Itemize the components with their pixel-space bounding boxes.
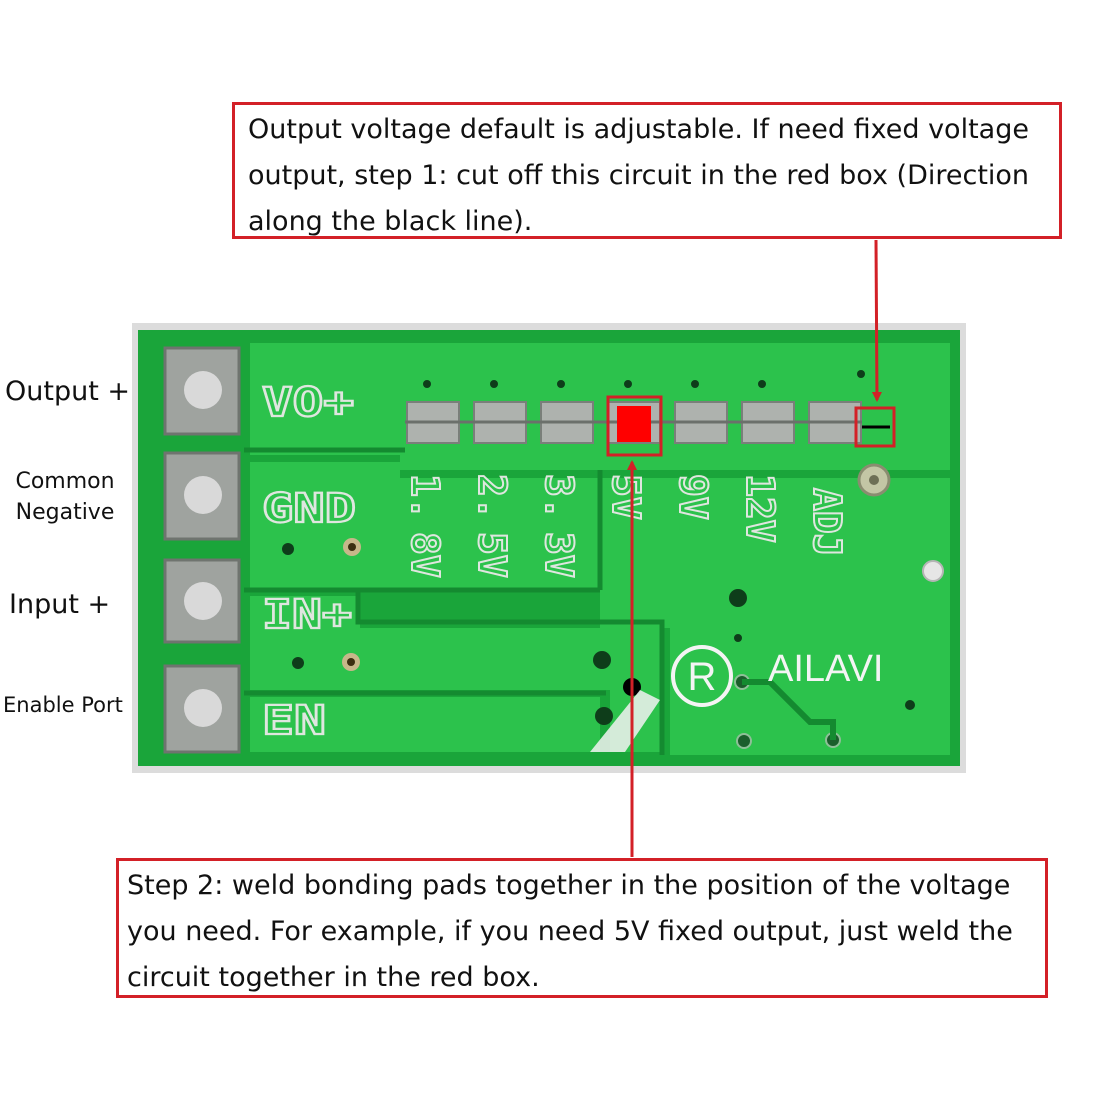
adj-hole-center: [869, 475, 879, 485]
pin-pads: [163, 346, 241, 754]
callout-line: you need. For example, if you need 5V fi…: [127, 916, 1013, 947]
via: [348, 543, 356, 551]
label-negative-line: Negative: [15, 500, 115, 525]
voltage-label-12v: 12V: [738, 474, 782, 543]
via: [347, 658, 355, 666]
trace-gnd-right: [600, 478, 950, 755]
via: [729, 589, 747, 607]
label-common-line: Common: [15, 469, 115, 494]
via: [557, 380, 565, 388]
callout-line: Output voltage default is adjustable. If…: [248, 114, 1029, 145]
callout-step-2: Step 2: weld bonding pads together in th…: [116, 858, 1048, 998]
registered-mark-circle: [671, 645, 733, 707]
pin-label-gnd: GND: [262, 486, 356, 532]
via: [490, 380, 498, 388]
callout-step-1: Output voltage default is adjustable. If…: [232, 102, 1062, 239]
via: [593, 651, 611, 669]
via: [691, 380, 699, 388]
label-enable-port: Enable Port: [3, 693, 123, 717]
label-common-negative: Common Negative: [0, 466, 130, 528]
brand-label: AILAVI: [768, 648, 883, 690]
via: [736, 733, 752, 749]
vias: [282, 370, 944, 749]
callout-line: Step 2: weld bonding pads together in th…: [127, 870, 1011, 901]
pin-label-en: EN: [262, 698, 326, 744]
via: [292, 657, 304, 669]
solder-fill-5v: [617, 406, 651, 442]
highlight-box-cut: [854, 406, 896, 448]
hole-en: [184, 689, 222, 727]
hole-in: [184, 582, 222, 620]
callout-line: circuit together in the red box.: [127, 962, 540, 993]
voltage-label-1-8v-b: 8V: [403, 532, 447, 578]
via: [758, 380, 766, 388]
trace-gnd: [250, 462, 600, 588]
voltage-label-5v: 5V: [604, 474, 648, 520]
callout-line: output, step 1: cut off this circuit in …: [248, 160, 1030, 191]
via: [624, 380, 632, 388]
highlight-box-5v: [606, 395, 663, 457]
via: [734, 634, 742, 642]
arrow-to-cut: [871, 239, 882, 402]
registered-mark: R: [688, 655, 717, 699]
voltage-label-3-3v-a: 3.: [537, 474, 581, 520]
small-trace: [742, 679, 836, 740]
via: [905, 700, 915, 710]
scratch-mark: [590, 690, 660, 752]
voltage-label-2-5v-a: 2.: [470, 474, 514, 520]
via: [595, 707, 613, 725]
trace-input: [250, 596, 662, 752]
hole-vo: [184, 371, 222, 409]
pin-label-vo: VO+: [262, 380, 354, 426]
trace-gap-lines: [244, 447, 665, 755]
label-input-plus: Input +: [9, 589, 111, 620]
voltage-label-adj: ADJ: [805, 488, 849, 557]
trace-enable: [250, 697, 600, 752]
voltage-label-9v: 9V: [671, 474, 715, 520]
hole-gnd: [184, 476, 222, 514]
via: [423, 380, 431, 388]
pin-label-in: IN+: [262, 592, 352, 638]
callout-line: along the black line).: [248, 206, 533, 237]
via: [857, 370, 865, 378]
mount-hole: [922, 560, 944, 582]
voltage-label-2-5v-b: 5V: [470, 532, 514, 578]
voltage-label-3-3v-b: 3V: [537, 532, 581, 578]
voltage-label-1-8v-a: 1.: [403, 474, 447, 520]
label-output-plus: Output +: [5, 376, 130, 407]
via: [282, 543, 294, 555]
